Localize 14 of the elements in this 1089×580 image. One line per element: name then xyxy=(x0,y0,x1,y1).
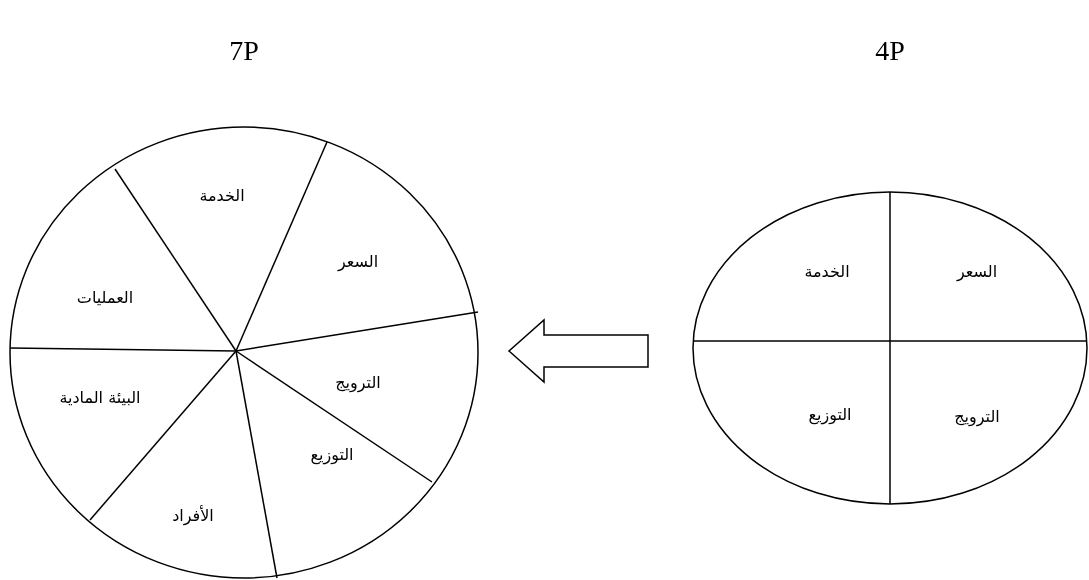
circle-heading: 4P xyxy=(875,34,905,68)
segment-label: الترويج xyxy=(954,405,1000,429)
block-arrow xyxy=(507,318,649,384)
segment-label: الخدمة xyxy=(804,260,850,284)
segment-label: التوزيع xyxy=(808,403,852,427)
segment-label: الأفراد xyxy=(172,504,214,528)
segment-label: السعر xyxy=(337,250,379,274)
segment-label: البيئة المادية xyxy=(59,386,141,410)
segment-label: التوزيع xyxy=(310,443,354,467)
segment-label: السعر xyxy=(956,260,998,284)
segment-label: الخدمة xyxy=(199,184,245,208)
segment-label: الترويج xyxy=(335,371,381,395)
segment-label: العمليات xyxy=(76,286,134,310)
circle-heading: 7P xyxy=(229,34,259,68)
